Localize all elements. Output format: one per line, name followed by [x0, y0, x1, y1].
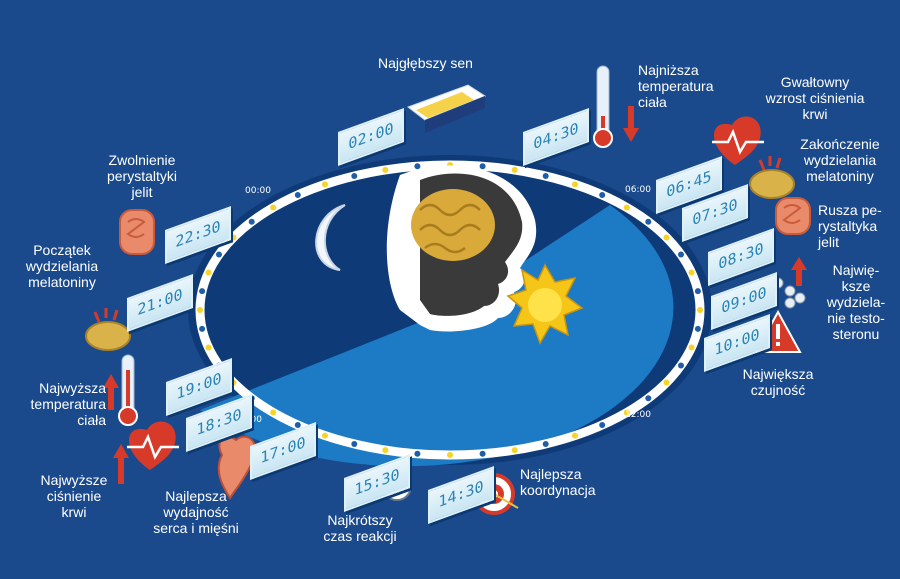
ring-dot	[414, 450, 421, 457]
ring-dot	[663, 379, 670, 386]
clock-1830: 18:30	[186, 393, 252, 453]
tick-label-0000: 00:00	[245, 186, 271, 196]
ring-dot	[351, 441, 358, 447]
tick-label-1200: 12:00	[625, 410, 651, 420]
bed-icon	[406, 84, 487, 133]
moon-icon	[315, 204, 346, 271]
ring-dot	[199, 325, 206, 332]
ring-dot	[697, 307, 703, 313]
ring-dot	[479, 163, 486, 170]
ring-dot	[216, 251, 222, 258]
ring-dots	[197, 162, 703, 458]
head-icon	[386, 165, 537, 332]
day-sector	[200, 205, 674, 467]
arrow-down-icon	[623, 106, 639, 142]
ring-dot	[694, 288, 701, 295]
ring-dot	[197, 307, 203, 313]
clock-1900: 19:00	[166, 357, 232, 417]
ring-dot	[248, 218, 255, 225]
ring-dot	[694, 325, 701, 332]
ring-dot	[270, 409, 277, 416]
ring-dot	[678, 362, 684, 369]
clock-1430: 14:30	[428, 465, 494, 525]
ring-dot	[542, 173, 549, 179]
arrow-up-icon	[791, 257, 807, 286]
melatonin-gland-icon	[85, 308, 131, 351]
ring-dot	[645, 218, 652, 225]
ring-dot	[542, 441, 549, 447]
arrow-up-icon	[113, 444, 129, 484]
clock-2230: 22:30	[165, 205, 231, 265]
clock-0430: 04:30	[523, 107, 589, 167]
ring-dot	[414, 163, 421, 170]
ring-dot	[599, 192, 606, 198]
melatonin-gland-icon	[749, 156, 795, 199]
clock-1530: 15:30	[344, 453, 410, 513]
ring-dot	[572, 432, 578, 439]
clock-1700: 17:00	[250, 421, 316, 481]
ring-dot	[623, 204, 630, 211]
sun-icon	[506, 263, 584, 345]
thermometer-high-icon	[118, 354, 138, 426]
molecule-icon	[772, 277, 806, 309]
ring-dot	[294, 192, 301, 198]
ring-dot	[230, 234, 237, 241]
ring-dot	[351, 173, 358, 179]
ring-dot	[599, 422, 606, 428]
ring-dot	[199, 288, 206, 295]
ring-dot	[678, 251, 684, 258]
blood-pressure-heart-icon	[127, 421, 179, 470]
ring-dot	[572, 181, 578, 188]
clock-0200: 02:00	[338, 107, 404, 167]
ring-dot	[230, 379, 237, 386]
ring-dot	[270, 204, 277, 211]
ring-dot	[447, 452, 453, 458]
clock-0830: 08:30	[708, 227, 774, 287]
ring-dot	[663, 234, 670, 241]
ring-dot	[205, 269, 212, 276]
ring-dot	[382, 166, 389, 173]
intestine-icon	[775, 197, 811, 235]
ring-dot	[322, 432, 328, 439]
ring-dot	[294, 422, 301, 428]
ring-dot	[322, 181, 328, 188]
ring-dot	[511, 447, 518, 454]
ring-dot	[688, 269, 695, 276]
ring-dot	[205, 344, 212, 351]
arrow-up-icon	[103, 374, 119, 410]
clock-1000: 10:00	[704, 313, 770, 373]
intestine-icon	[119, 209, 155, 255]
clock-2100: 21:00	[127, 273, 193, 333]
brain-icon	[411, 189, 495, 261]
ring-dot	[382, 447, 389, 454]
ring-dot	[623, 409, 630, 416]
ring-dot	[479, 450, 486, 457]
blood-pressure-heart-icon	[712, 116, 764, 165]
clock-0730: 07:30	[682, 183, 748, 243]
ring-dot	[511, 166, 518, 173]
tick-label-0600: 06:00	[625, 185, 651, 195]
clock-0900: 09:00	[711, 271, 777, 331]
ring-dot	[645, 395, 652, 402]
thermometer-low-icon	[593, 65, 613, 148]
ring-dot	[688, 344, 695, 351]
label-deep-sleep: Najgłębszy sen	[378, 55, 473, 71]
